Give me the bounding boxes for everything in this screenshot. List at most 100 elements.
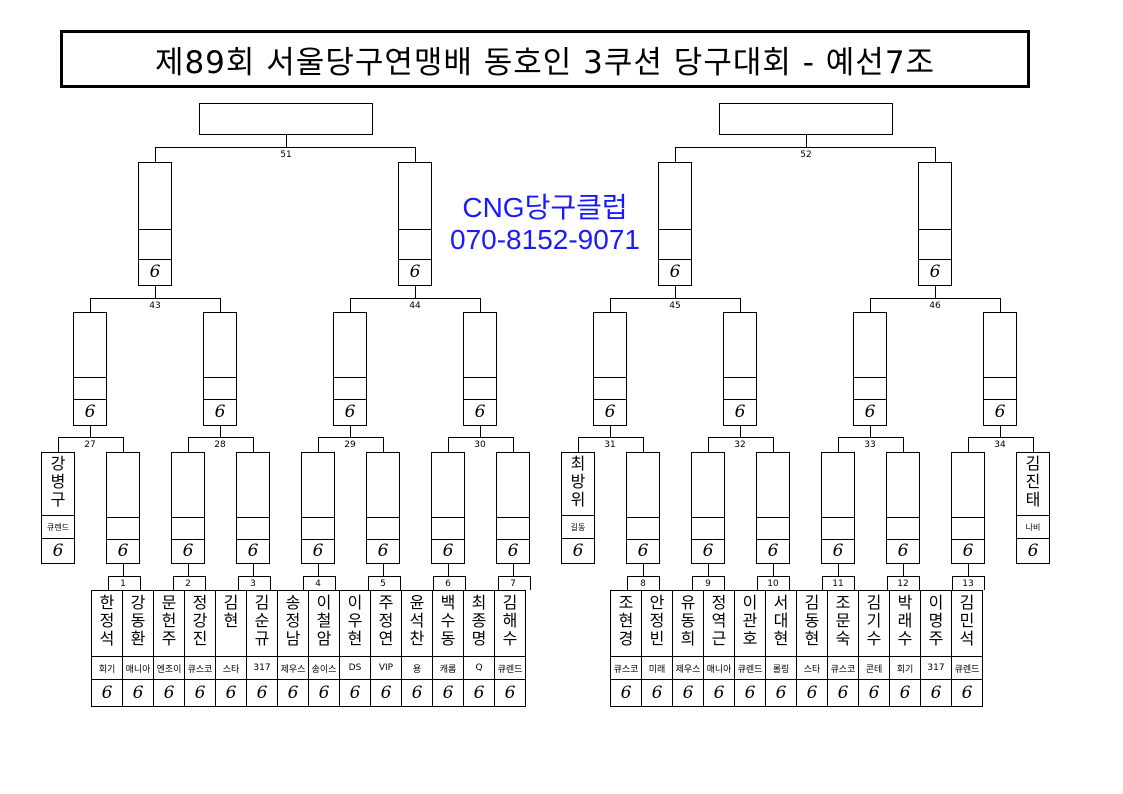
bracket-line: [854, 576, 855, 590]
slot-divider: [594, 399, 626, 400]
player-name-cell[interactable]: 강동환: [122, 590, 154, 657]
slot-divider: [107, 539, 139, 540]
round1-slot[interactable]: 6: [821, 452, 855, 564]
slot-divider: [854, 377, 886, 378]
bracket-line: [205, 576, 206, 590]
player-name: 김기수: [866, 593, 882, 648]
bracket-line: [610, 298, 740, 299]
final-slot-left[interactable]: [199, 103, 373, 135]
bracket-line: [123, 437, 124, 452]
player-name-cell[interactable]: 정강진: [184, 590, 216, 657]
player-name-cell[interactable]: 한정석: [91, 590, 123, 657]
match-number: 33: [864, 440, 876, 450]
player-name-cell[interactable]: 박래수: [889, 590, 921, 657]
bracket-line: [155, 286, 156, 298]
player-name-cell[interactable]: 김순규: [246, 590, 278, 657]
round1-slot[interactable]: 6: [626, 452, 660, 564]
player-name-cell[interactable]: 정역근: [703, 590, 735, 657]
player-name-cell[interactable]: 조현경: [610, 590, 642, 657]
bracket-line: [675, 147, 676, 163]
bye-player-name: 김진태: [1025, 454, 1041, 509]
match-number: 34: [994, 440, 1006, 450]
player-name-cell[interactable]: 이명주: [920, 590, 952, 657]
round2-slot[interactable]: 6: [983, 312, 1017, 426]
round1-slot[interactable]: 6: [236, 452, 270, 564]
round1-slot[interactable]: 6: [691, 452, 725, 564]
round2-slot[interactable]: 6: [723, 312, 757, 426]
player-name-cell[interactable]: 김현: [215, 590, 247, 657]
player-club: 송이스: [308, 656, 340, 680]
final-slot-right[interactable]: [719, 103, 893, 135]
bracket-line: [448, 564, 449, 576]
bracket-line: [513, 564, 514, 576]
player-name-cell[interactable]: 주정연: [370, 590, 402, 657]
slot-divider: [204, 377, 236, 378]
player-name-cell[interactable]: 서대현: [765, 590, 797, 657]
bracket-line: [838, 437, 839, 452]
player-name-cell[interactable]: 윤석찬: [401, 590, 433, 657]
bracket-line: [140, 576, 141, 590]
player-name-cell[interactable]: 이우현: [339, 590, 371, 657]
slot-divider: [692, 539, 724, 540]
round1-slot[interactable]: 6: [171, 452, 205, 564]
bracket-line: [919, 576, 920, 590]
round2-slot[interactable]: 6: [333, 312, 367, 426]
game-count: 6: [409, 261, 421, 282]
bracket-line: [90, 298, 220, 299]
round1-slot[interactable]: 6: [431, 452, 465, 564]
bracket-line: [350, 298, 351, 313]
game-count: 6: [1027, 540, 1039, 561]
player-name-cell[interactable]: 이관호: [734, 590, 766, 657]
bracket-line: [90, 298, 91, 313]
player-name-cell[interactable]: 안정빈: [641, 590, 673, 657]
round2-slot[interactable]: 6: [593, 312, 627, 426]
bracket-line: [480, 426, 481, 437]
slot-divider: [74, 399, 106, 400]
player-name-cell[interactable]: 김기수: [858, 590, 890, 657]
player-name-cell[interactable]: 최종명: [463, 590, 495, 657]
round1-slot[interactable]: 6: [496, 452, 530, 564]
player-name: 정강진: [192, 593, 208, 648]
player-name-cell[interactable]: 유동희: [672, 590, 704, 657]
round1-slot[interactable]: 6: [951, 452, 985, 564]
bracket-line: [821, 576, 854, 577]
match-number: 13: [962, 579, 974, 589]
round1-slot[interactable]: 6: [106, 452, 140, 564]
round1-slot[interactable]: 6: [886, 452, 920, 564]
game-count: 6: [308, 679, 340, 707]
player-club: 큐스코: [610, 656, 642, 680]
player-name-cell[interactable]: 김해수: [494, 590, 526, 657]
player-name-cell[interactable]: 조문숙: [827, 590, 859, 657]
round3-slot[interactable]: 6: [658, 162, 692, 286]
player-name-cell[interactable]: 이철암: [308, 590, 340, 657]
player-name-cell[interactable]: 김동현: [796, 590, 828, 657]
game-count: 6: [463, 679, 495, 707]
slot-divider: [724, 399, 756, 400]
round3-slot[interactable]: 6: [398, 162, 432, 286]
round1-slot[interactable]: 6: [301, 452, 335, 564]
round3-slot[interactable]: 6: [918, 162, 952, 286]
player-name-cell[interactable]: 송정남: [277, 590, 309, 657]
round2-slot[interactable]: 6: [73, 312, 107, 426]
player-name-cell[interactable]: 김민석: [951, 590, 983, 657]
player-name: 최종명: [471, 593, 487, 648]
round2-slot[interactable]: 6: [203, 312, 237, 426]
bracket-line: [383, 437, 384, 452]
round1-slot[interactable]: 6: [756, 452, 790, 564]
round2-slot[interactable]: 6: [463, 312, 497, 426]
bracket-line: [903, 564, 904, 576]
round3-slot[interactable]: 6: [138, 162, 172, 286]
player-name-cell[interactable]: 문헌주: [153, 590, 185, 657]
slot-divider: [139, 259, 171, 260]
round2-slot[interactable]: 6: [853, 312, 887, 426]
bracket-line: [253, 564, 254, 576]
bye-player-club: 길동: [570, 522, 586, 532]
round1-slot[interactable]: 6: [366, 452, 400, 564]
game-count: 6: [951, 679, 983, 707]
player-name-cell[interactable]: 백수동: [432, 590, 464, 657]
player-club: 스타: [215, 656, 247, 680]
